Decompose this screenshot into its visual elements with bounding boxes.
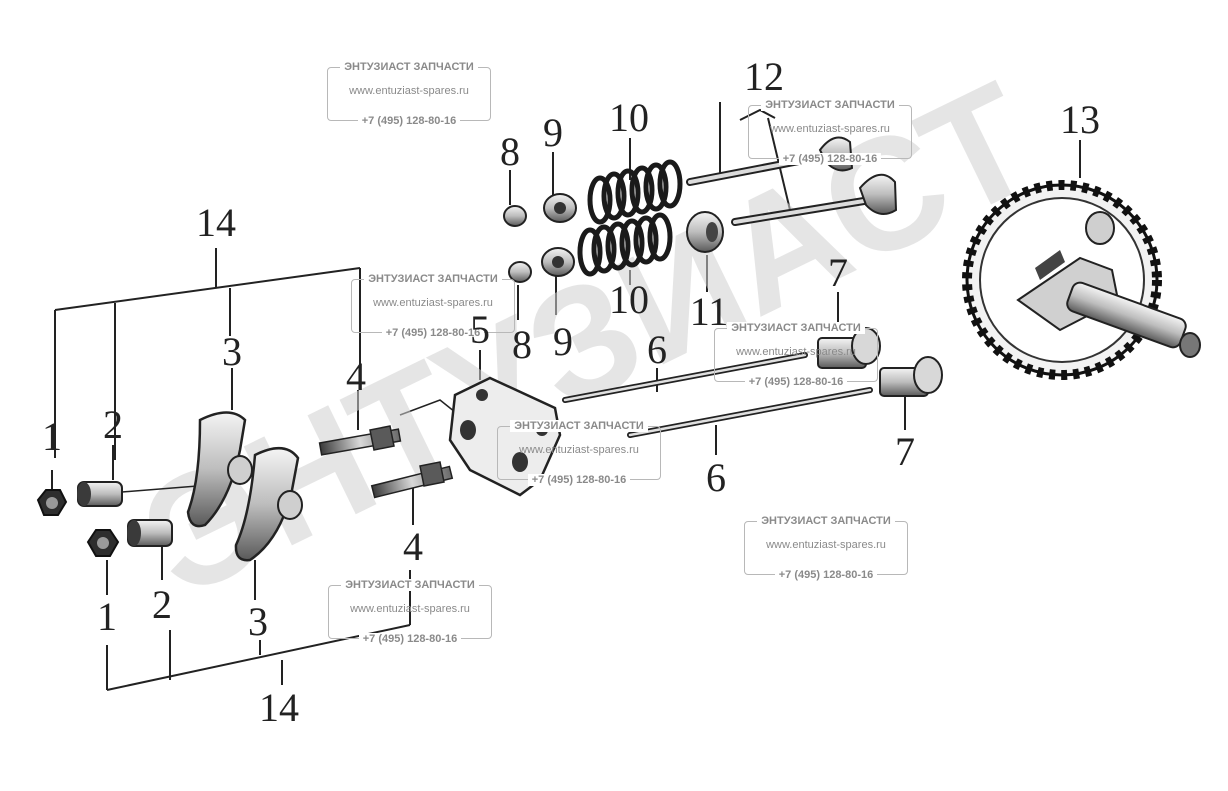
callout-part-12: 12 <box>744 54 784 99</box>
watermark-title: ЭНТУЗИАСТ ЗАПЧАСТИ <box>757 515 895 527</box>
spacer-part-2-lower <box>127 519 173 547</box>
watermark-title: ЭНТУЗИАСТ ЗАПЧАСТИ <box>341 579 479 591</box>
nut-part-1-upper <box>36 489 68 516</box>
watermark-phone: +7 (495) 128-80-16 <box>357 115 461 127</box>
watermark-box: ЭНТУЗИАСТ ЗАПЧАСТИ www.entuziast-spares.… <box>328 579 492 645</box>
keeper-part-8-lower <box>508 261 532 283</box>
watermark-title: ЭНТУЗИАСТ ЗАПЧАСТИ <box>727 322 865 334</box>
watermark-title: ЭНТУЗИАСТ ЗАПЧАСТИ <box>761 99 899 111</box>
callout-part-7: 7 <box>828 250 848 295</box>
callout-part-6: 6 <box>706 455 726 500</box>
valve-spring-part-10-upper <box>587 159 683 225</box>
nut-part-1-lower <box>86 529 120 557</box>
pushrod-part-6-lower <box>627 387 873 438</box>
watermark-phone: +7 (495) 128-80-16 <box>778 153 882 165</box>
callout-part-1: 1 <box>97 594 117 639</box>
watermark-url: www.entuziast-spares.ru <box>373 297 493 309</box>
callout-part-8: 8 <box>512 322 532 367</box>
valve-part-12-lower <box>731 173 898 226</box>
callout-part-3: 3 <box>222 329 242 374</box>
watermark-box: ЭНТУЗИАСТ ЗАПЧАСТИ www.entuziast-spares.… <box>714 322 878 388</box>
watermark-box: ЭНТУЗИАСТ ЗАПЧАСТИ www.entuziast-spares.… <box>327 61 491 127</box>
rocker-arm-part-3-lower <box>234 447 303 562</box>
watermark-box: ЭНТУЗИАСТ ЗАПЧАСТИ www.entuziast-spares.… <box>497 420 661 486</box>
rocker-arm-part-3-upper <box>186 411 253 528</box>
camshaft-gear-part-13 <box>962 180 1201 380</box>
watermark-url: www.entuziast-spares.ru <box>766 539 886 551</box>
watermark-box: ЭНТУЗИАСТ ЗАПЧАСТИ www.entuziast-spares.… <box>744 515 908 581</box>
callout-part-11: 11 <box>689 289 729 334</box>
watermark-title: ЭНТУЗИАСТ ЗАПЧАСТИ <box>364 273 502 285</box>
watermark-phone: +7 (495) 128-80-16 <box>381 327 485 339</box>
watermark-phone: +7 (495) 128-80-16 <box>774 569 878 581</box>
watermark-url: www.entuziast-spares.ru <box>349 85 469 97</box>
callout-part-14: 14 <box>259 685 299 730</box>
callout-part-8: 8 <box>500 129 520 174</box>
retainer-part-9-upper <box>543 193 577 223</box>
watermark-box: ЭНТУЗИАСТ ЗАПЧАСТИ www.entuziast-spares.… <box>748 99 912 165</box>
keeper-part-8-upper <box>503 205 527 227</box>
valve-spring-part-10-lower <box>577 212 673 277</box>
watermark-title: ЭНТУЗИАСТ ЗАПЧАСТИ <box>340 61 478 73</box>
watermark-url: www.entuziast-spares.ru <box>350 603 470 615</box>
callout-part-5: 5 <box>470 307 490 352</box>
callout-part-3: 3 <box>248 599 268 644</box>
callout-part-4: 4 <box>403 524 423 569</box>
watermark-title: ЭНТУЗИАСТ ЗАПЧАСТИ <box>510 420 648 432</box>
callout-part-2: 2 <box>103 402 123 447</box>
callout-part-9: 9 <box>543 110 563 155</box>
watermark-box: ЭНТУЗИАСТ ЗАПЧАСТИ www.entuziast-spares.… <box>351 273 515 339</box>
watermark-phone: +7 (495) 128-80-16 <box>358 633 462 645</box>
valve-seal-part-11 <box>686 211 724 253</box>
watermark-url: www.entuziast-spares.ru <box>770 123 890 135</box>
pushrod-part-6-upper <box>562 352 808 403</box>
callout-part-7: 7 <box>895 429 915 474</box>
callout-part-4: 4 <box>346 354 366 399</box>
callout-part-9: 9 <box>553 319 573 364</box>
tappet-part-7-lower <box>879 356 943 397</box>
watermark-url: www.entuziast-spares.ru <box>736 346 856 358</box>
callout-part-14: 14 <box>196 200 236 245</box>
leader-lines <box>51 102 1081 691</box>
watermark-url: www.entuziast-spares.ru <box>519 444 639 456</box>
watermark-phone: +7 (495) 128-80-16 <box>744 376 848 388</box>
stud-part-4-lower <box>370 461 454 499</box>
callout-part-2: 2 <box>152 582 172 627</box>
retainer-part-9-lower <box>541 247 575 277</box>
watermark-phone: +7 (495) 128-80-16 <box>527 474 631 486</box>
callout-part-1: 1 <box>42 414 62 459</box>
callout-part-13: 13 <box>1060 97 1100 142</box>
callout-part-6: 6 <box>647 327 667 372</box>
callout-part-10: 10 <box>609 277 649 322</box>
callout-part-10: 10 <box>609 95 649 140</box>
stud-part-4-upper <box>318 425 402 456</box>
